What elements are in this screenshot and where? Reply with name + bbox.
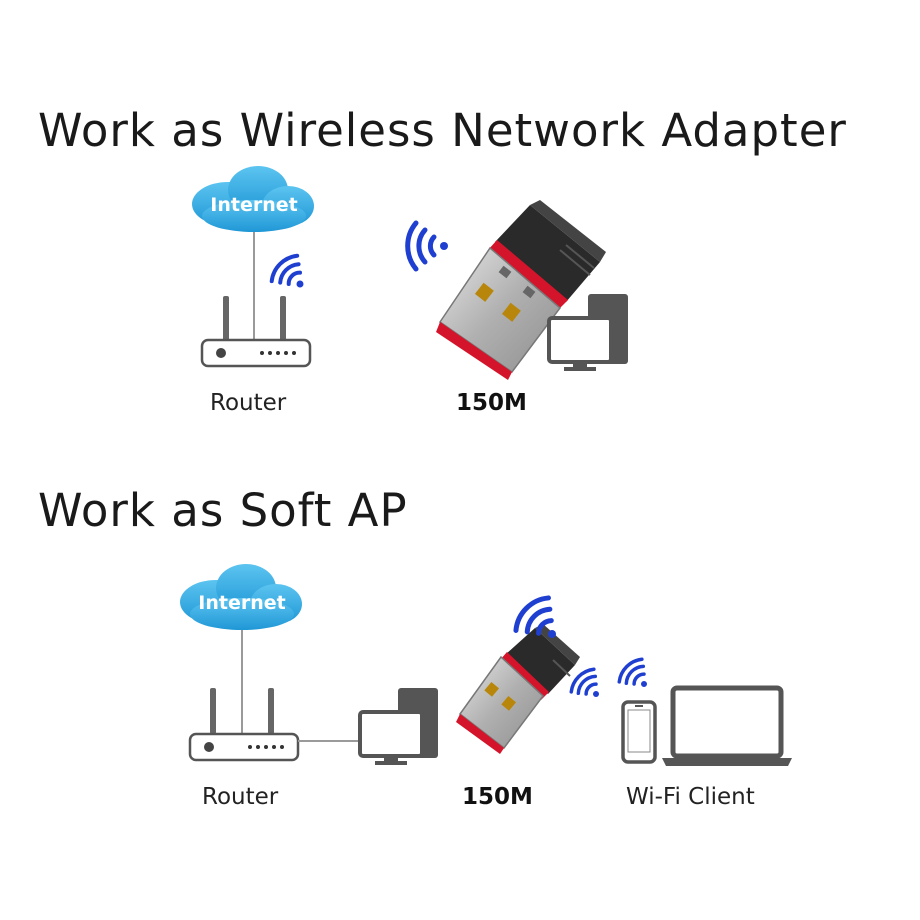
adapter-speed-label: 150M [456,390,527,416]
cloud-label: Internet [198,592,285,614]
router-icon [202,296,310,366]
usb-adapter-icon [456,624,580,754]
laptop-icon [662,688,792,766]
desktop-computer-icon [360,688,438,765]
wifi-icon [567,665,609,707]
phone-icon [623,702,655,762]
cloud-label: Internet [210,194,297,216]
wifi-icon [408,223,448,269]
adapter-speed-label: 150M [462,784,533,810]
router-icon [190,688,298,760]
wifi-icon [615,655,657,697]
router-label: Router [210,390,286,416]
cloud-icon: Internet [180,564,302,630]
wifi-client-label: Wi-Fi Client [626,784,755,810]
wifi-icon [267,251,315,299]
router-label: Router [202,784,278,810]
cloud-icon: Internet [192,166,314,232]
